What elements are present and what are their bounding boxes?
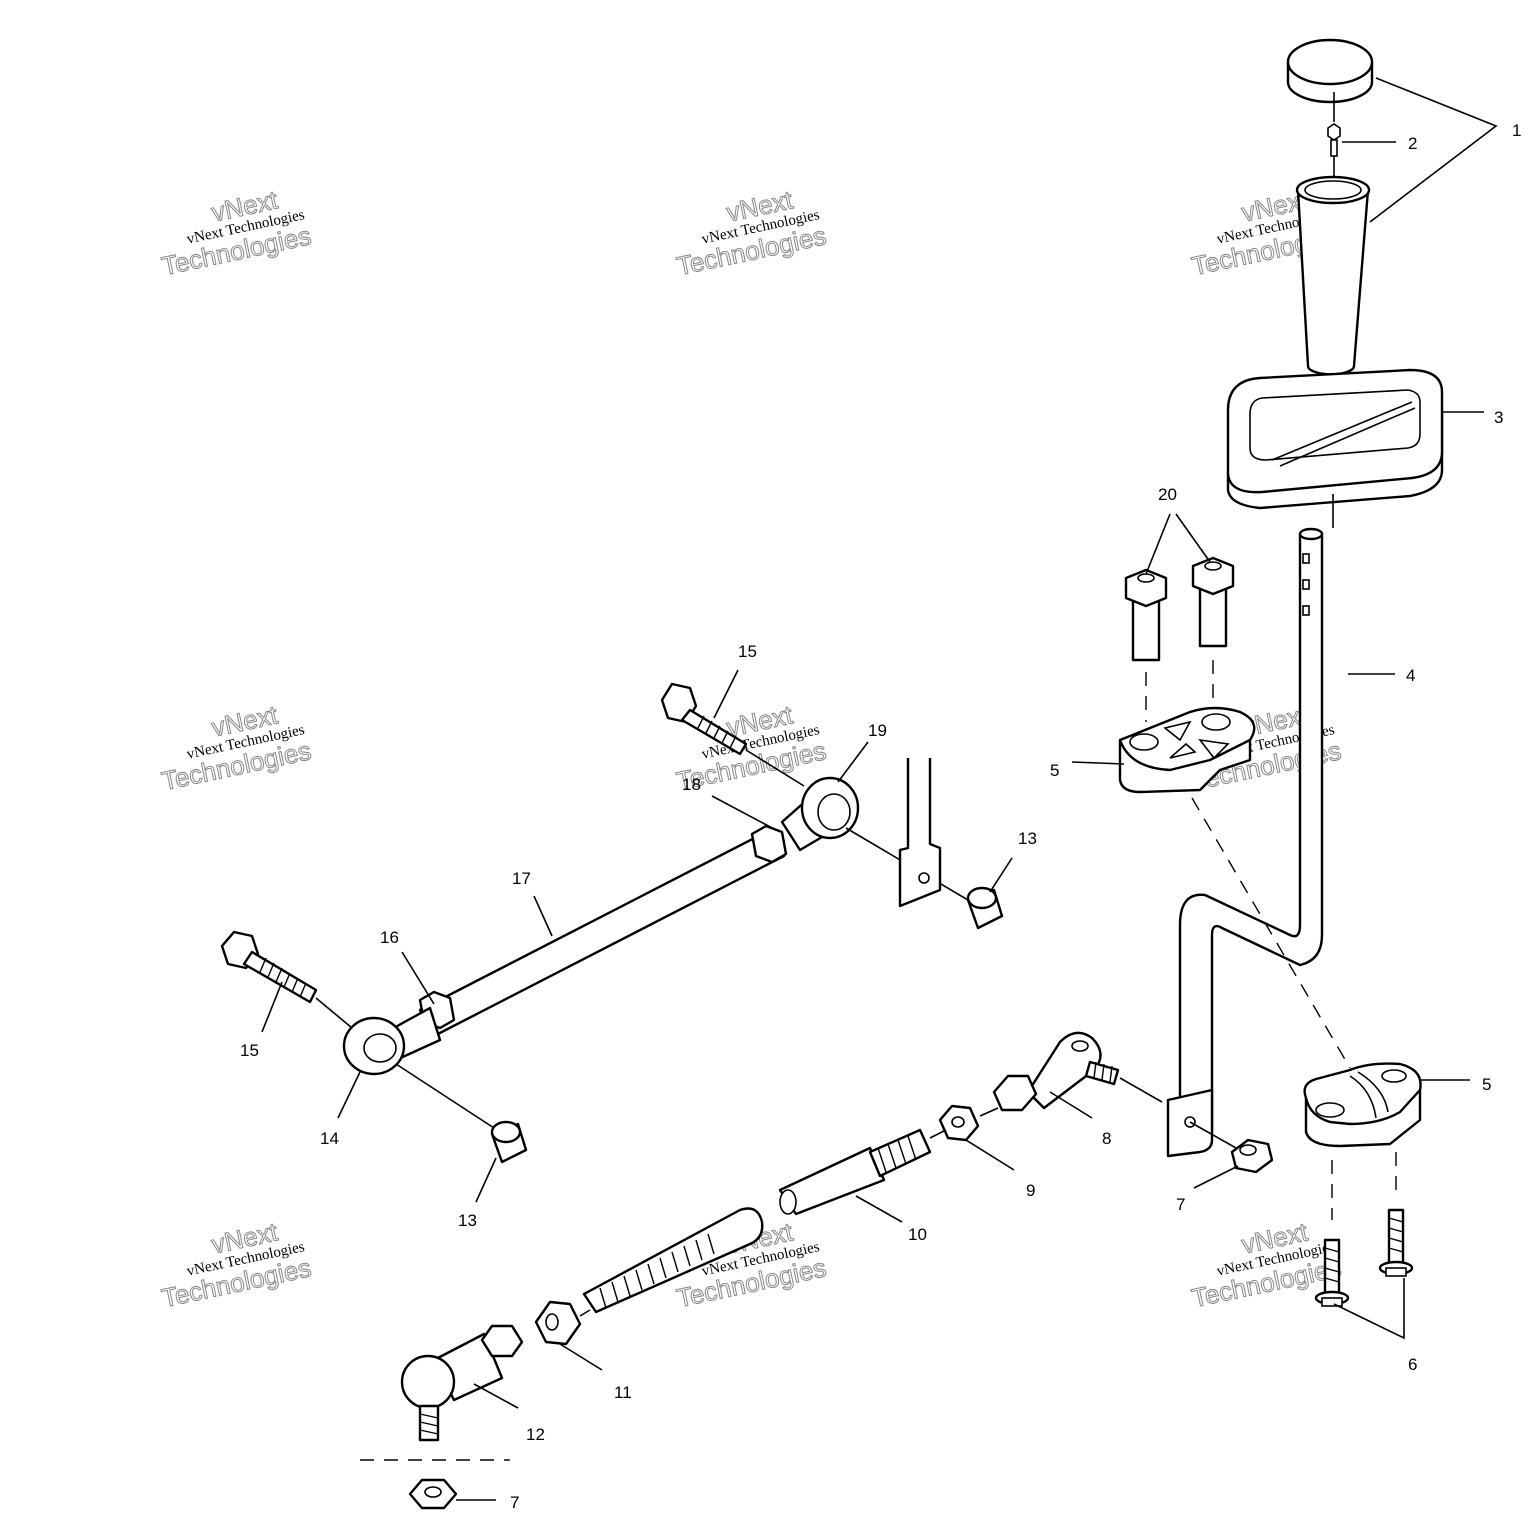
watermark: vNext vNext Technologies Technologies bbox=[158, 699, 314, 797]
bolt-part-20-right bbox=[1191, 556, 1235, 648]
nut-part-11 bbox=[534, 1300, 582, 1346]
callout-4: 4 bbox=[1406, 666, 1415, 685]
callout-12: 12 bbox=[526, 1425, 545, 1444]
watermark: vNext vNext Technologies Technologies bbox=[158, 184, 314, 282]
callout-15-lower: 15 bbox=[240, 1041, 259, 1060]
nut-part-7-bottom bbox=[408, 1478, 458, 1510]
callout-6: 6 bbox=[1408, 1355, 1417, 1374]
callout-15-upper: 15 bbox=[738, 642, 757, 661]
tie-rod-part-17 bbox=[418, 790, 846, 1038]
nut-part-13-upper bbox=[966, 886, 1004, 930]
screw-part-6-left bbox=[1314, 1238, 1350, 1307]
bolt-part-15-upper bbox=[660, 682, 748, 756]
screw-part-6-right bbox=[1378, 1208, 1414, 1277]
callout-3: 3 bbox=[1494, 408, 1503, 427]
callout-13-lower: 13 bbox=[458, 1211, 477, 1230]
bolt-part-15-lower bbox=[220, 930, 318, 1004]
bolt-part-20-left bbox=[1124, 568, 1168, 662]
shift-knob bbox=[1295, 175, 1371, 376]
arm-bracket bbox=[898, 758, 942, 908]
rod-eye-part-14 bbox=[342, 1006, 442, 1076]
watermark: vNext vNext Technologies Technologies bbox=[158, 1216, 314, 1314]
callout-2: 2 bbox=[1408, 134, 1417, 153]
callout-16: 16 bbox=[380, 928, 399, 947]
callout-7-bottom: 7 bbox=[510, 1493, 519, 1512]
callout-20: 20 bbox=[1158, 485, 1177, 504]
nut-part-13-lower bbox=[490, 1120, 528, 1164]
screw-part-2 bbox=[1327, 123, 1341, 157]
shift-rod bbox=[582, 1207, 764, 1314]
watermark: vNext vNext Technologies Technologies bbox=[673, 184, 829, 282]
callout-5-lower: 5 bbox=[1482, 1075, 1491, 1094]
callout-19: 19 bbox=[868, 721, 887, 740]
adjuster-part-10 bbox=[778, 1128, 932, 1216]
bracket-part-5-lower bbox=[1303, 1062, 1422, 1148]
callout-17: 17 bbox=[512, 869, 531, 888]
callout-5-upper: 5 bbox=[1050, 761, 1059, 780]
bracket-part-5-upper bbox=[1118, 706, 1256, 794]
callout-10: 10 bbox=[908, 1225, 927, 1244]
callout-7-right: 7 bbox=[1176, 1195, 1185, 1214]
nut-part-7-right bbox=[1230, 1138, 1274, 1174]
rod-end-part-8 bbox=[992, 1031, 1120, 1112]
shift-lever bbox=[1166, 527, 1324, 1158]
ball-joint-part-12 bbox=[400, 1324, 524, 1442]
rod-eye-part-19 bbox=[800, 776, 860, 840]
callout-11: 11 bbox=[614, 1383, 632, 1402]
callout-18: 18 bbox=[682, 775, 701, 794]
callout-9: 9 bbox=[1026, 1181, 1035, 1200]
knob-cap bbox=[1286, 38, 1374, 104]
callout-14: 14 bbox=[320, 1129, 339, 1148]
callout-1: 1 bbox=[1512, 121, 1521, 140]
shift-boot-gasket bbox=[1226, 368, 1444, 510]
nut-part-9 bbox=[938, 1104, 980, 1142]
callout-8: 8 bbox=[1102, 1129, 1111, 1148]
callout-13-upper: 13 bbox=[1018, 829, 1037, 848]
